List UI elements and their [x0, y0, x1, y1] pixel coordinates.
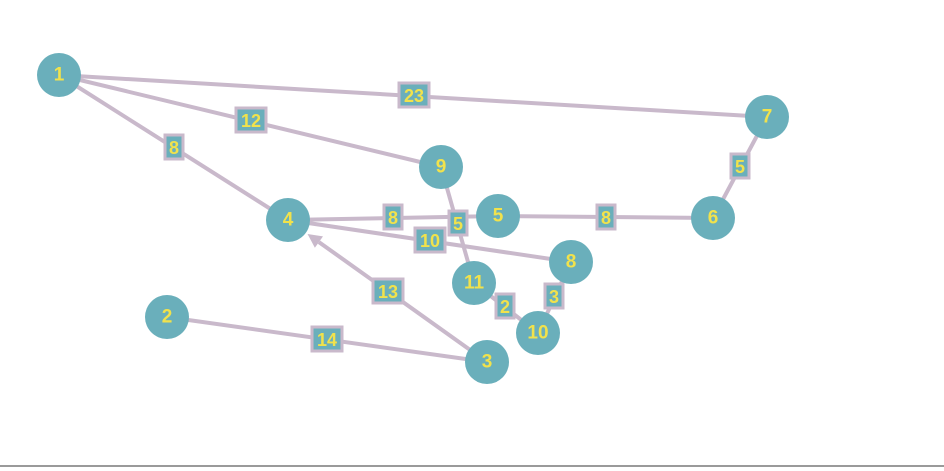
edge-weight-box [234, 106, 268, 134]
edge-weight-text: 3 [549, 287, 559, 307]
edge-weight-text: 8 [388, 208, 398, 228]
edge-weight-text: 5 [453, 214, 463, 234]
node-circle[interactable] [476, 194, 520, 238]
node-circle[interactable] [145, 295, 189, 339]
node-3[interactable]: 3 [465, 340, 509, 384]
edge-weight-1-9: 12 [234, 106, 268, 134]
edge-weight-4-5: 8 [382, 203, 404, 231]
edge-weight-box [371, 277, 405, 305]
edge-weight-1-7: 23 [397, 81, 431, 109]
node-11[interactable]: 11 [452, 261, 496, 305]
node-label: 7 [762, 107, 773, 128]
node-circle[interactable] [266, 198, 310, 242]
edge-weight-box [543, 282, 565, 310]
edge-weight-box [382, 203, 404, 231]
node-5[interactable]: 5 [476, 194, 520, 238]
edge-weight-text: 8 [601, 208, 611, 228]
node-8[interactable]: 8 [549, 240, 593, 284]
edge-weight-2-3: 14 [310, 325, 344, 353]
node-label: 9 [436, 157, 447, 178]
edge-weight-box [595, 203, 617, 231]
node-label: 5 [493, 206, 504, 227]
node-circle[interactable] [452, 261, 496, 305]
node-label: 1 [54, 65, 65, 86]
edge-weight-7-6: 5 [729, 152, 751, 180]
node-circle[interactable] [549, 240, 593, 284]
node-circle[interactable] [465, 340, 509, 384]
edge-weight-text: 12 [241, 111, 261, 131]
edge-weight-9-11: 5 [447, 209, 469, 237]
node-circle[interactable] [37, 53, 81, 97]
bottom-border [0, 465, 944, 467]
edge-weight-text: 14 [317, 330, 337, 350]
node-7[interactable]: 7 [745, 95, 789, 139]
edge-weight-11-10: 2 [494, 292, 516, 320]
node-10[interactable]: 10 [516, 311, 560, 355]
node-circle[interactable] [516, 311, 560, 355]
edge-arrow-3-4 [307, 233, 323, 248]
edge-weight-4-8: 10 [413, 226, 447, 254]
node-9[interactable]: 9 [419, 145, 463, 189]
node-2[interactable]: 2 [145, 295, 189, 339]
edge-weight-3-4: 13 [371, 277, 405, 305]
edge-weight-text: 5 [735, 157, 745, 177]
node-label: 2 [162, 307, 173, 328]
edge-weight-box [447, 209, 469, 237]
edge-weight-box [310, 325, 344, 353]
edge-weight-5-6: 8 [595, 203, 617, 231]
edge-weight-text: 10 [420, 231, 440, 251]
node-4[interactable]: 4 [266, 198, 310, 242]
edge-weight-text: 2 [500, 297, 510, 317]
node-label: 8 [566, 252, 577, 273]
edge-weight-text: 23 [404, 86, 424, 106]
edge-weight-box [494, 292, 516, 320]
edge-weight-text: 8 [169, 138, 179, 158]
node-label: 4 [283, 210, 294, 231]
node-label: 11 [464, 273, 485, 294]
node-circle[interactable] [691, 196, 735, 240]
edge-weight-box [413, 226, 447, 254]
node-label: 3 [482, 352, 493, 373]
edge-weight-box [729, 152, 751, 180]
edge-weight-8-10: 3 [543, 282, 565, 310]
node-6[interactable]: 6 [691, 196, 735, 240]
node-circle[interactable] [745, 95, 789, 139]
node-label: 10 [527, 323, 548, 344]
node-circle[interactable] [419, 145, 463, 189]
edge-weight-box [397, 81, 431, 109]
node-1[interactable]: 1 [37, 53, 81, 97]
edge-weight-box [163, 133, 185, 161]
edge-weight-1-4: 8 [163, 133, 185, 161]
edge-weight-text: 13 [378, 282, 398, 302]
node-label: 6 [708, 208, 719, 229]
